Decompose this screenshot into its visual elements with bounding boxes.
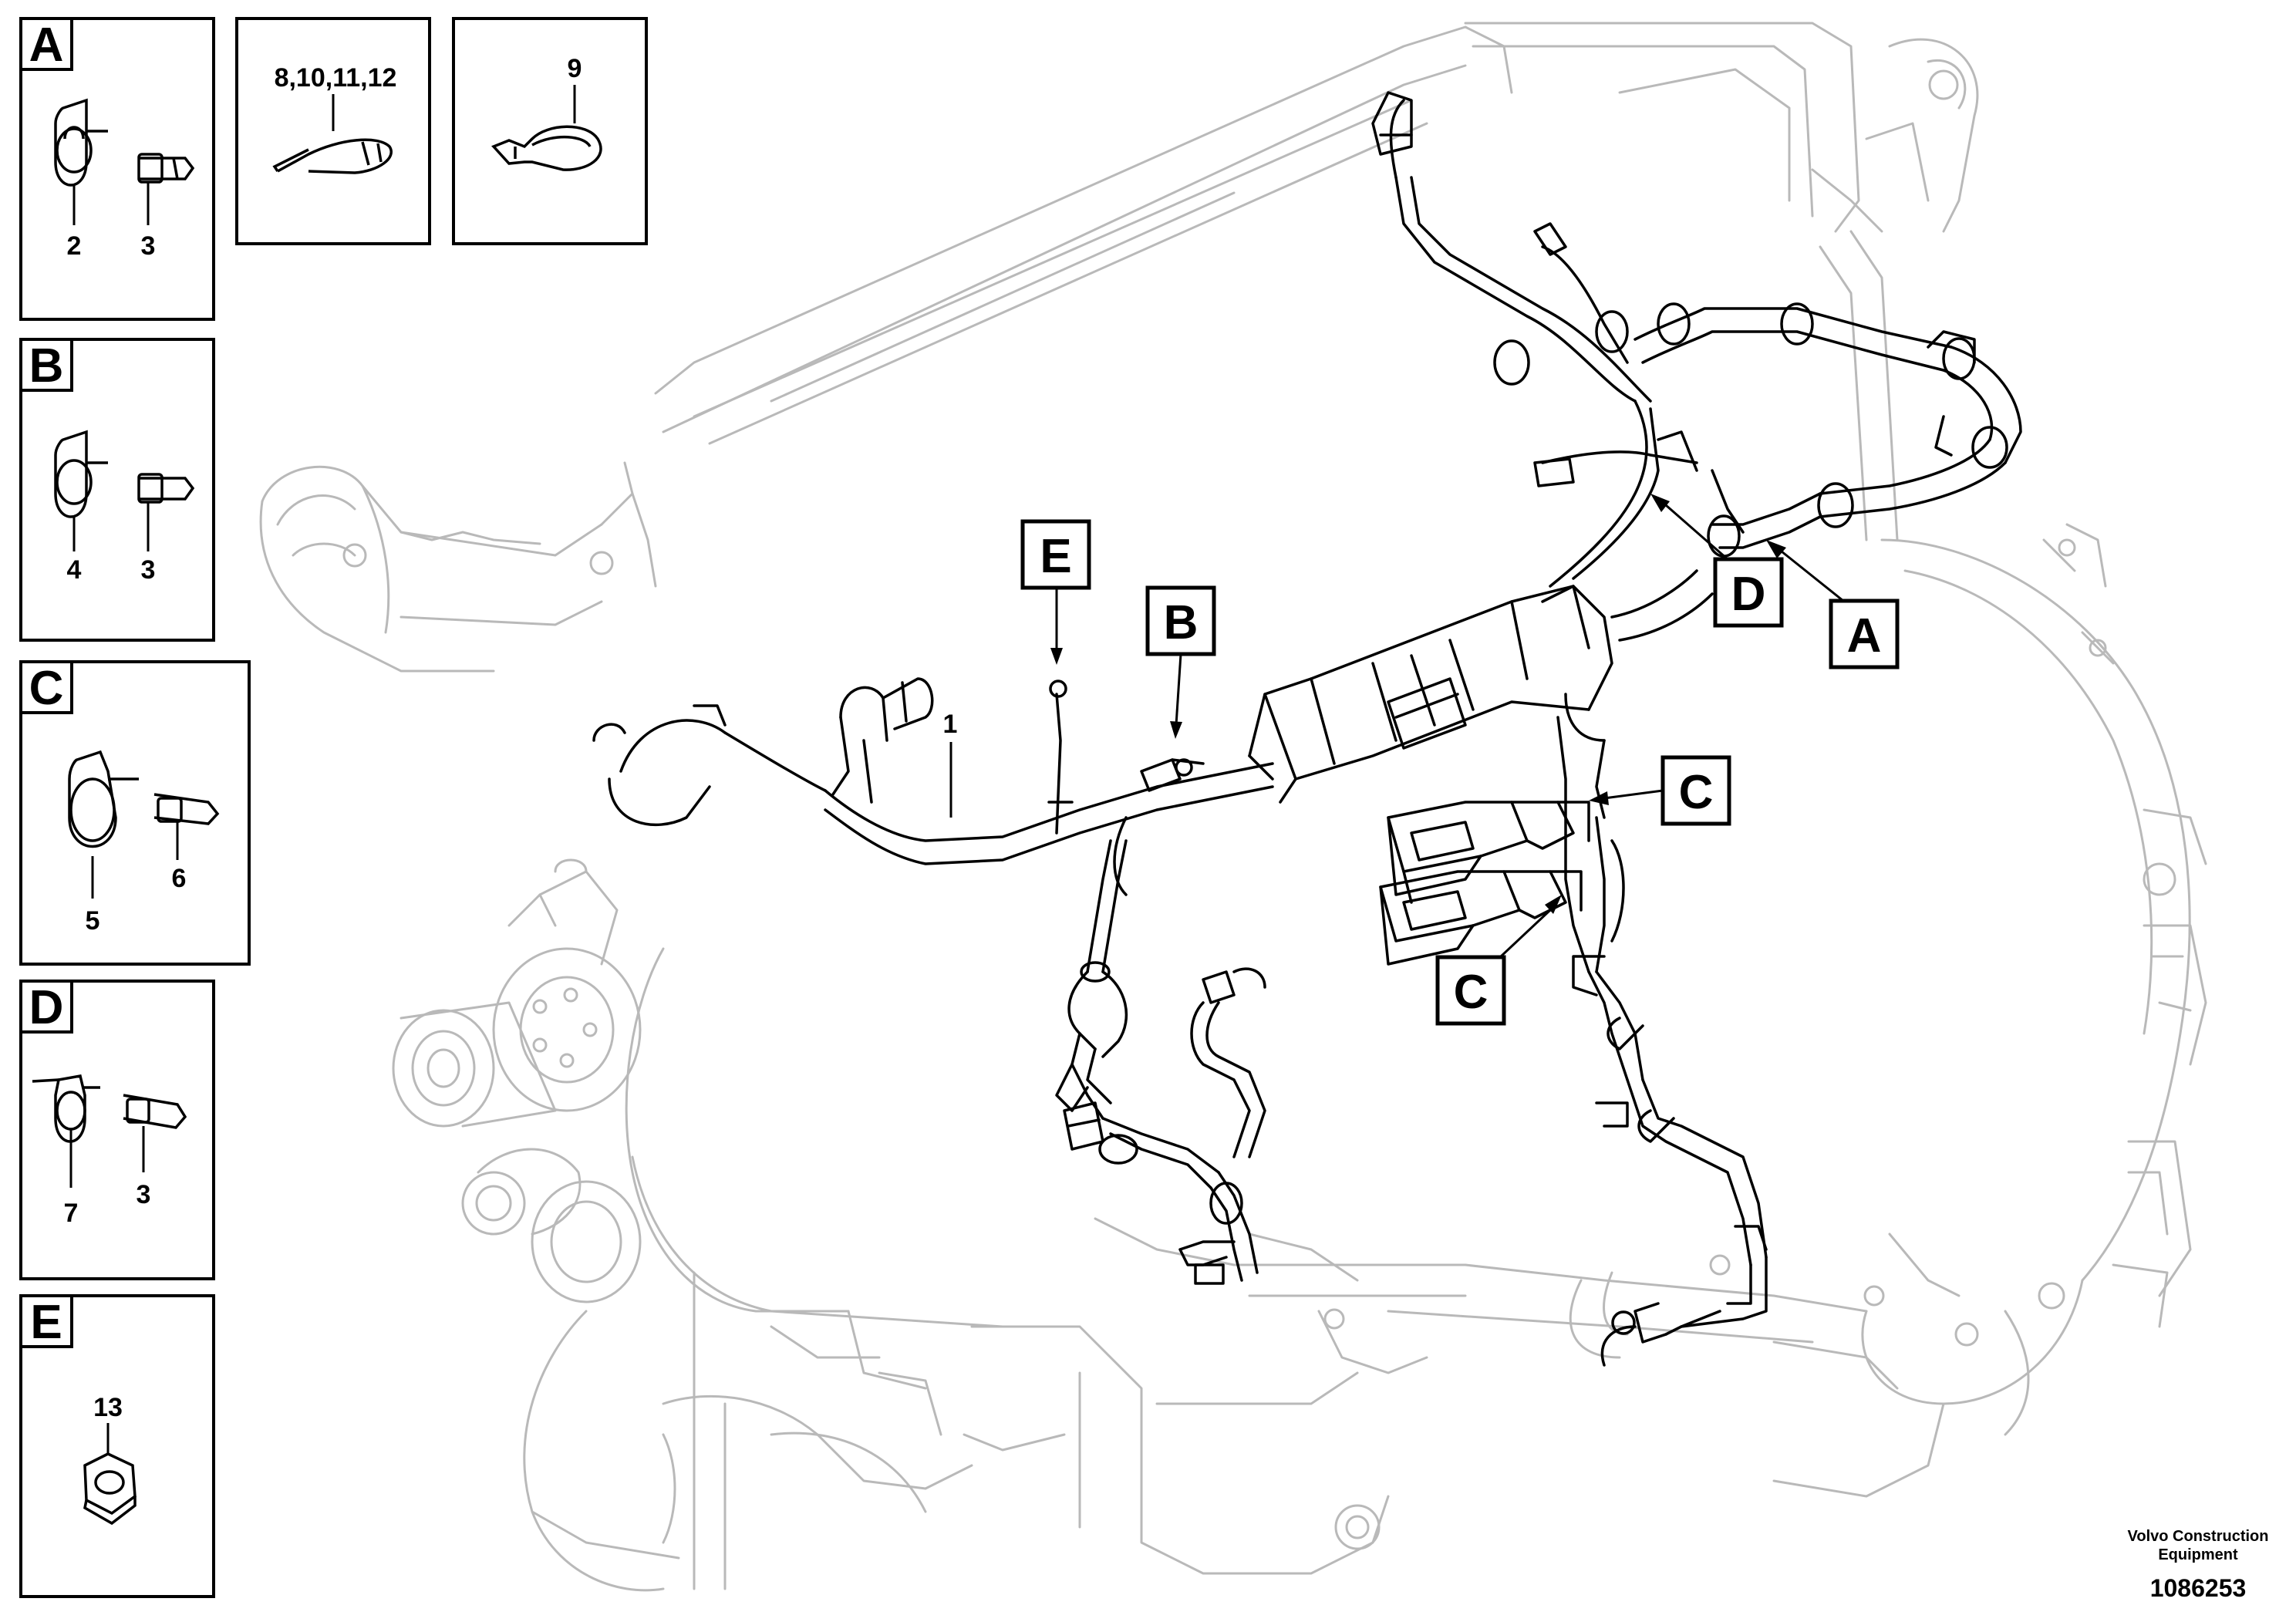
clamp-icon [54, 98, 108, 187]
callout-d-letter: D [1731, 568, 1766, 621]
clamp-icon [68, 750, 139, 848]
bolt-icon [123, 1094, 187, 1129]
detail-box-c: C 5 6 [19, 660, 251, 966]
detail-box-a-label-1: 2 [67, 231, 82, 261]
callout-c-lower-letter: C [1454, 966, 1489, 1019]
detail-box-c-label-2: 6 [172, 864, 187, 893]
detail-box-d-letter: D [29, 981, 64, 1034]
detail-box-b-label-2: 3 [141, 555, 156, 585]
cable-tie-icon [272, 138, 393, 174]
footer-company-line1: Volvo Construction [2128, 1528, 2269, 1545]
callout-b-letter: B [1164, 596, 1199, 649]
clip-icon [491, 125, 602, 171]
detail-box-a: A 2 3 [19, 17, 215, 321]
top-box-clip: 9 [452, 17, 648, 245]
detail-box-e: E 13 [19, 1294, 215, 1598]
detail-box-b: B 4 3 [19, 338, 215, 642]
callout-e-letter: E [1040, 530, 1071, 583]
callout-a: A [1766, 540, 1900, 669]
bolt-icon [137, 473, 195, 504]
footer-drawing-number: 1086253 [2150, 1574, 2247, 1602]
detail-box-a-label-2: 3 [141, 231, 156, 261]
callout-item-1: 1 [943, 710, 958, 818]
detail-box-e-letter: E [30, 1296, 62, 1349]
bolt-icon [137, 153, 195, 184]
top-box-cable-tie: 8,10,11,12 [235, 17, 431, 245]
clamp-icon [54, 430, 108, 518]
callout-a-letter: A [1847, 609, 1882, 663]
callout-b: B [1145, 585, 1216, 739]
callout-c-upper-letter: C [1679, 766, 1714, 819]
callout-e: E [1020, 519, 1091, 665]
detail-box-d-label-2: 3 [137, 1180, 151, 1209]
detail-box-e-label-1: 13 [93, 1393, 123, 1422]
detail-box-b-label-1: 4 [67, 555, 82, 585]
top-box-clip-label: 9 [568, 54, 582, 83]
footer-company-line2: Equipment [2158, 1546, 2238, 1563]
top-box-cable-tie-label: 8,10,11,12 [275, 63, 397, 93]
detail-box-b-letter: B [29, 339, 64, 393]
clamp-icon [32, 1074, 100, 1143]
callout-c-upper: C [1589, 755, 1731, 826]
wiring-harness [592, 91, 2022, 1367]
callout-d: D [1650, 494, 1784, 628]
bolt-icon [153, 793, 220, 825]
detail-box-a-letter: A [29, 19, 64, 72]
detail-box-d: D 7 3 [19, 980, 215, 1280]
callout-item-1-label: 1 [943, 710, 958, 739]
detail-box-c-label-1: 5 [86, 906, 100, 936]
detail-box-c-letter: C [29, 662, 64, 715]
callout-c-lower: C [1435, 895, 1562, 1026]
nut-icon [83, 1452, 137, 1526]
engine-outline [259, 22, 2207, 1592]
detail-box-d-label-1: 7 [64, 1199, 79, 1228]
footer: Volvo Construction Equipment 1086253 [2128, 1528, 2269, 1602]
